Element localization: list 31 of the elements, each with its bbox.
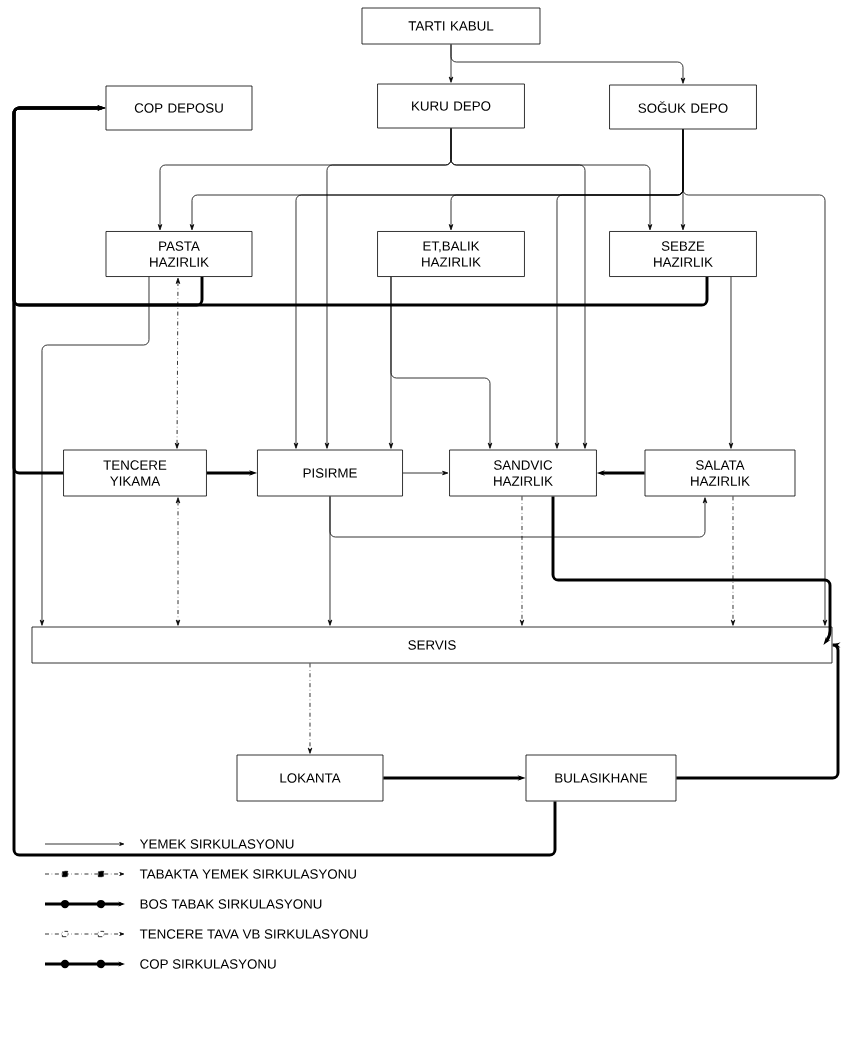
legend-label: YEMEK SIRKULASYONU: [139, 839, 294, 849]
arrow: [175, 497, 181, 626]
process-box: PASTA HAZIRLIK: [105, 231, 253, 277]
arrow: [682, 129, 828, 626]
arrow: [519, 496, 525, 626]
process-box: COP DEPOSU: [105, 85, 253, 131]
arrow: [39, 276, 150, 626]
arrow: [730, 496, 736, 626]
process-box: BULASIKHANE: [525, 754, 677, 802]
arrow: [388, 276, 394, 449]
process-box: ET,BALIK HAZIRLIK: [377, 231, 525, 277]
legend-label: BOS TABAK SIRKULASYONU: [140, 899, 322, 909]
process-box: TENCERE YIKAMA: [63, 449, 207, 497]
process-box: KURU DEPO: [377, 83, 525, 129]
process-box: SERVIS: [31, 626, 833, 664]
process-box: SANDVIC HAZIRLIK: [449, 449, 597, 497]
process-box: SOĞUK DEPO: [609, 84, 757, 130]
arrow: [450, 44, 686, 84]
arrow: [329, 496, 708, 538]
process-box: TARTI KABUL: [361, 7, 541, 45]
arrow: [402, 470, 449, 476]
process-box: SALATA HAZIRLIK: [644, 449, 796, 497]
process-box: PISIRME: [257, 449, 403, 497]
process-box: LOKANTA: [236, 754, 384, 802]
legend-label: COP SIRKULASYONU: [140, 959, 276, 969]
arrow: [307, 663, 313, 754]
arrow: [728, 276, 734, 449]
legend-label: TENCERE TAVA VB SIRKULASYONU: [139, 929, 368, 939]
legend-label: TABAKTA YEMEK SIRKULASYONU: [139, 869, 356, 879]
process-box: SEBZE HAZIRLIK: [609, 231, 757, 277]
arrow: [174, 277, 181, 449]
